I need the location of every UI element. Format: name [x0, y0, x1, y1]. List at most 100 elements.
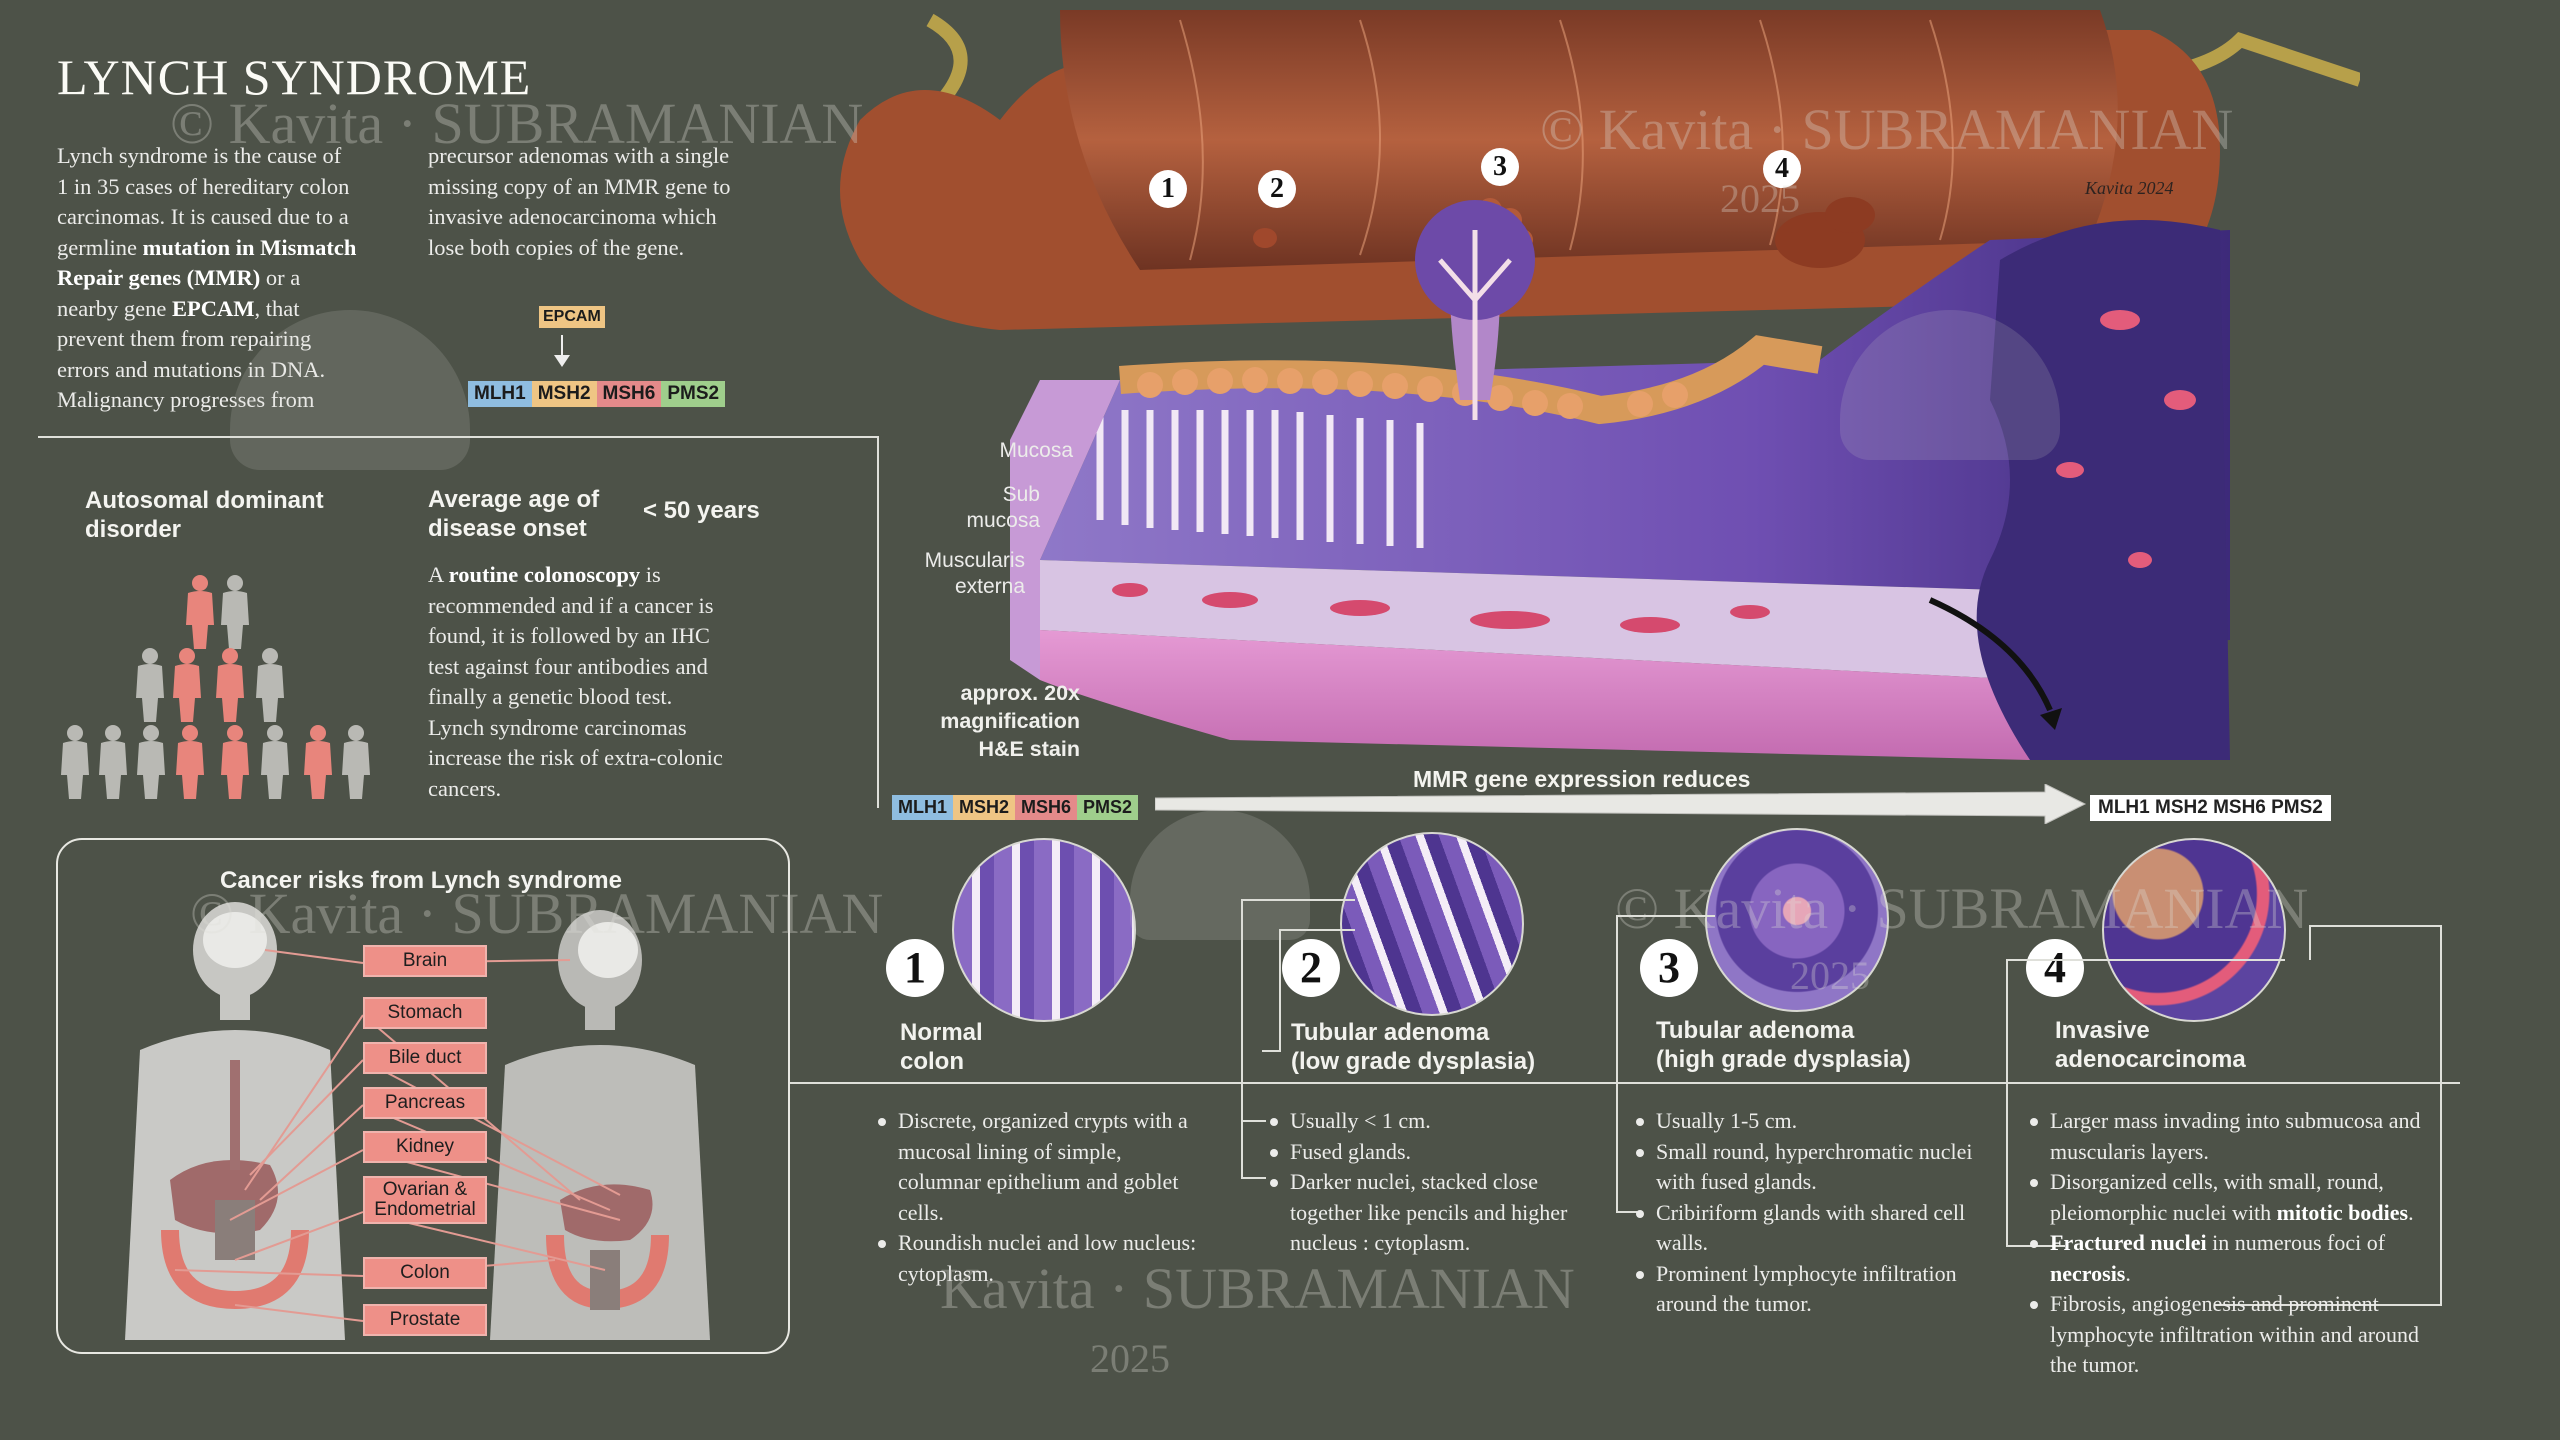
watermark: © Kavita · SUBRAMANIAN — [1540, 97, 2234, 162]
screening-paragraph: A routine colonoscopy is recommended and… — [428, 562, 723, 801]
watermark-year: 2025 — [1790, 953, 1870, 998]
list-item: Disorganized cells, with small, round, p… — [2028, 1167, 2428, 1228]
gene-row-end: MLH1 MSH2 MSH6 PMS2 — [2090, 795, 2331, 821]
onset-age-value: < 50 years — [643, 497, 760, 524]
illustration-bracket — [877, 436, 879, 808]
progression-arrow-icon — [1155, 784, 2087, 824]
stage-title-3: Tubular adenoma(high grade dysplasia) — [1656, 1017, 1911, 1073]
invasive-tumour — [1976, 220, 2230, 760]
list-item: Small round, hyperchromatic nuclei with … — [1634, 1137, 2004, 1198]
cancer-risks-panel — [56, 838, 790, 1354]
intro-paragraph-right: precursor adenomas with a single missing… — [428, 143, 731, 260]
epcam-label: EPCAM — [539, 306, 605, 328]
polyp-4 — [1775, 197, 1875, 268]
page-title: LYNCH SYNDROME — [57, 49, 532, 105]
pedigree-figures — [61, 575, 370, 799]
stage-2-connector — [1241, 899, 1355, 1179]
onset-age-label: Average age of disease onset — [428, 486, 600, 542]
list-item: Discrete, organized crypts with a mucosa… — [876, 1106, 1206, 1228]
histology-normal-colon — [952, 838, 1136, 1022]
list-item: Larger mass invading into submucosa and … — [2028, 1106, 2428, 1167]
location-marker-2: 2 — [1258, 170, 1296, 208]
body-silhouettes — [125, 902, 710, 1340]
stage-4-bullets: Larger mass invading into submucosa and … — [2028, 1106, 2428, 1381]
organ-ovarian-endometrial: Ovarian & Endometrial — [363, 1176, 487, 1224]
gene-mlh1: MLH1 — [468, 381, 532, 407]
list-item: Darker nuclei, stacked close together li… — [1268, 1167, 1598, 1259]
right-body-silhouette — [490, 910, 710, 1340]
organ-stomach: Stomach — [363, 997, 487, 1029]
tissue-mucosa-layer — [1040, 230, 2230, 650]
organ-kidney: Kidney — [363, 1131, 487, 1163]
stage-3-bullets: Usually 1-5 cm. Small round, hyperchroma… — [1634, 1106, 2004, 1320]
mucosal-folds — [1179, 19, 1954, 261]
organ-colon: Colon — [363, 1257, 487, 1289]
gene-pms2: PMS2 — [661, 381, 726, 407]
progression-label: MMR gene expression reduces — [1413, 766, 1751, 792]
magnification-note: approx. 20x magnification H&E stain — [940, 681, 1080, 761]
location-marker-1: 1 — [1149, 170, 1187, 208]
submucosa-blood-vessels — [1112, 583, 1770, 633]
generation-3 — [61, 725, 370, 799]
list-item: Roundish nuclei and low nucleus: cytopla… — [876, 1228, 1206, 1289]
watermark: © Kavita · SUBRAMANIAN — [1615, 876, 2309, 941]
artist-signature: Kavita 2024 — [2085, 178, 2174, 198]
tumour-hemorrhage — [2056, 310, 2196, 568]
stage-2-bullets: Usually < 1 cm. Fused glands. Darker nuc… — [1268, 1106, 1598, 1259]
organ-brain: Brain — [363, 945, 487, 977]
histology-invasive — [2102, 838, 2286, 1022]
stage-1-bullets: Discrete, organized crypts with a mucosa… — [876, 1106, 1206, 1289]
stage-badge-1: 1 — [886, 939, 944, 997]
tissue-left-face — [1010, 380, 1120, 680]
tissue-muscularis-layer — [1040, 630, 2030, 760]
organ-bile-duct: Bile duct — [363, 1042, 487, 1074]
list-item: Usually < 1 cm. — [1268, 1106, 1598, 1137]
layer-label-mucosa: Mucosa — [999, 439, 1073, 462]
intro-paragraph-left: Lynch syndrome is the cause of 1 in 35 c… — [57, 143, 357, 412]
location-marker-3: 3 — [1481, 148, 1519, 186]
generation-2 — [136, 648, 284, 722]
stage-badge-3: 3 — [1640, 939, 1698, 997]
generation-1 — [186, 575, 249, 649]
epcam-arrow-icon — [561, 335, 563, 359]
layer-label-submucosa: Sub mucosa — [966, 483, 1040, 532]
stage-title-2: Tubular adenoma(low grade dysplasia) — [1291, 1019, 1536, 1075]
list-item: Prominent lymphocyte infiltration around… — [1634, 1259, 2004, 1320]
stage-3-connector — [1616, 915, 1715, 1213]
epcam-arrowhead-icon — [554, 355, 570, 367]
location-marker-4: 4 — [1763, 150, 1801, 188]
mucosal-surface-bumps — [1137, 367, 1688, 419]
polyp-2 — [1253, 228, 1277, 248]
list-item: Fractured nuclei in numerous foci of nec… — [2028, 1228, 2428, 1289]
list-item: Fibrosis, angiogenesis and prominent lym… — [2028, 1289, 2428, 1381]
watermark: © Kavita · SUBRAMANIAN — [170, 91, 864, 156]
histology-high-grade — [1705, 828, 1889, 1012]
cancer-risks-title: Cancer risks from Lynch syndrome — [220, 867, 622, 894]
organ-pancreas: Pancreas — [363, 1087, 487, 1119]
stages-divider — [790, 1082, 2460, 1084]
list-item: Cribiriform glands with shared cell wall… — [1634, 1198, 2004, 1259]
histology-low-grade — [1340, 832, 1524, 1016]
inheritance-label: Autosomal dominant disorder — [85, 487, 324, 543]
watermark-year: 2025 — [1090, 1336, 1170, 1381]
watermark-year: 2025 — [1720, 176, 1800, 221]
layer-label-muscularis: Muscularis externa — [924, 549, 1025, 598]
list-item: Fused glands. — [1268, 1137, 1598, 1168]
stage-badge-4: 4 — [2026, 939, 2084, 997]
list-item: Usually 1-5 cm. — [1634, 1106, 2004, 1137]
watermark-logo — [1130, 810, 1310, 940]
colon-illustration — [840, 10, 2360, 760]
watermark: Kavita · SUBRAMANIAN — [940, 1256, 1575, 1321]
stage-badge-2: 2 — [1282, 939, 1340, 997]
invasion-arrow-icon — [1928, 597, 2053, 712]
gene-msh2: MSH2 — [531, 381, 597, 407]
gene-msh6: MSH6 — [596, 381, 662, 407]
divider — [38, 436, 878, 438]
watermark: © Kavita · SUBRAMANIAN — [190, 881, 884, 946]
crypts — [1096, 410, 1424, 548]
organ-prostate: Prostate — [363, 1304, 487, 1336]
